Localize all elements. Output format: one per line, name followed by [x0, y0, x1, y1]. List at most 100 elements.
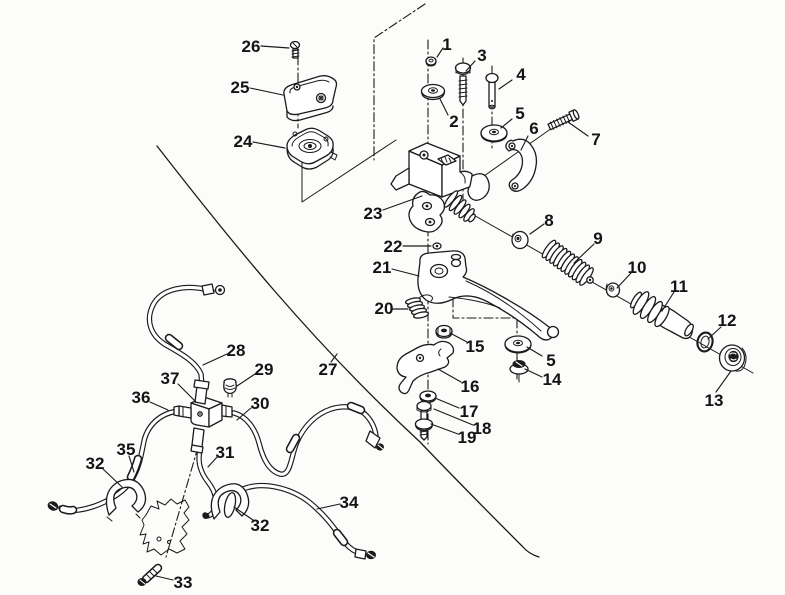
callout-label-21: 21 [373, 258, 392, 277]
callout-leader-6 [520, 135, 529, 151]
callout-layer: 1234567891011121314151617181920212223242… [86, 35, 737, 592]
callout-leader-32 [102, 468, 123, 488]
callout-leader-27 [330, 353, 338, 363]
washer-10 [605, 282, 621, 298]
callout-leader-23 [382, 195, 423, 211]
callout-label-35: 35 [117, 440, 136, 459]
brake-hoses [47, 283, 384, 560]
callout-leader-8 [529, 223, 545, 235]
callout-leader-18 [433, 408, 474, 426]
callout-label-1: 1 [442, 35, 451, 54]
hose-30-right [231, 401, 384, 477]
callout-label-22: 22 [384, 237, 403, 256]
callout-leader-24 [252, 141, 286, 149]
spring-20 [404, 294, 433, 319]
callout-label-3: 3 [477, 46, 486, 65]
callout-leader-11 [661, 291, 675, 312]
callout-label-30: 30 [251, 394, 270, 413]
callout-leader-12 [707, 326, 722, 340]
callout-leader-4 [498, 79, 513, 90]
callout-label-26: 26 [242, 37, 261, 56]
callout-leader-37 [177, 383, 197, 403]
callout-leader-10 [616, 272, 632, 289]
diaphragm-24 [286, 127, 338, 170]
washer-5-upper [480, 124, 508, 143]
callout-label-32: 32 [251, 516, 270, 535]
nut-14 [509, 360, 529, 383]
callout-label-11: 11 [670, 277, 688, 296]
clamp-6 [505, 138, 538, 192]
callout-leader-36 [149, 401, 169, 411]
callout-leader-13 [715, 370, 732, 393]
callout-label-13: 13 [705, 391, 724, 410]
callout-leader-19 [430, 423, 459, 435]
callout-label-36: 36 [132, 388, 151, 407]
callout-label-18: 18 [473, 419, 492, 438]
callout-label-2: 2 [449, 112, 458, 131]
bolt-18-washer-19 [414, 400, 434, 441]
callout-label-12: 12 [718, 311, 737, 330]
bolt-33 [137, 563, 163, 586]
nut-1 [425, 56, 437, 67]
bore-ribs [443, 190, 476, 223]
callout-label-5: 5 [515, 104, 524, 123]
callout-label-19: 19 [458, 428, 477, 447]
callout-leader-34 [316, 503, 341, 510]
callout-leader-5 [500, 118, 513, 129]
brake-lever-21 [417, 250, 560, 341]
clip-32-left [105, 478, 147, 522]
pin-4 [485, 72, 499, 110]
o-ring-12 [696, 331, 714, 353]
master-cylinder-23 [390, 142, 490, 233]
nut-17 [419, 390, 437, 404]
washer-8 [511, 230, 529, 250]
hose-guide-clips [105, 478, 250, 522]
callout-leader-15 [449, 332, 468, 343]
callout-leader-31 [207, 455, 219, 468]
handlebar-reference-line [156, 145, 540, 558]
callout-label-32: 32 [86, 454, 105, 473]
callout-leader-21 [391, 268, 420, 277]
callout-label-4: 4 [516, 65, 526, 84]
spring-9 [541, 239, 594, 286]
callout-label-34: 34 [340, 493, 359, 512]
callout-leader-28 [202, 353, 228, 366]
callout-label-33: 33 [174, 573, 193, 592]
callout-label-27: 27 [319, 360, 338, 379]
callout-label-10: 10 [628, 258, 647, 277]
callout-leader-9 [573, 243, 595, 264]
callout-leader-17 [434, 397, 460, 409]
frame-sketch [139, 498, 190, 556]
callout-label-14: 14 [543, 370, 562, 389]
callout-leader-30 [236, 407, 252, 421]
lock-bracket-16 [396, 340, 455, 395]
fitting-29 [223, 378, 237, 398]
callout-leader-1 [436, 47, 444, 58]
callout-label-8: 8 [544, 211, 553, 230]
callout-label-28: 28 [227, 341, 246, 360]
callout-leader-16 [437, 368, 462, 383]
callout-label-20: 20 [375, 299, 394, 318]
callout-label-9: 9 [593, 229, 602, 248]
reservoir-screw-26 [289, 40, 301, 59]
callout-label-7: 7 [591, 130, 600, 149]
boot-11 [629, 291, 694, 340]
callout-label-29: 29 [255, 360, 274, 379]
washer-5-lower [504, 335, 532, 354]
clamp-bolt-7 [547, 109, 580, 131]
callout-label-23: 23 [364, 204, 383, 223]
callout-label-5: 5 [546, 351, 555, 370]
callout-label-24: 24 [234, 132, 253, 151]
reservoir-cover-25 [283, 75, 338, 122]
callout-leader-32 [233, 506, 254, 521]
washer-2 [420, 83, 446, 101]
callout-leader-7 [567, 121, 589, 137]
callout-label-16: 16 [461, 377, 480, 396]
callout-leader-26 [260, 45, 290, 49]
callout-leader-29 [236, 373, 256, 387]
callout-leader-14 [524, 368, 543, 378]
callout-leader-5 [526, 346, 543, 357]
cap-13 [718, 344, 747, 372]
hose-28-upper [146, 283, 226, 389]
